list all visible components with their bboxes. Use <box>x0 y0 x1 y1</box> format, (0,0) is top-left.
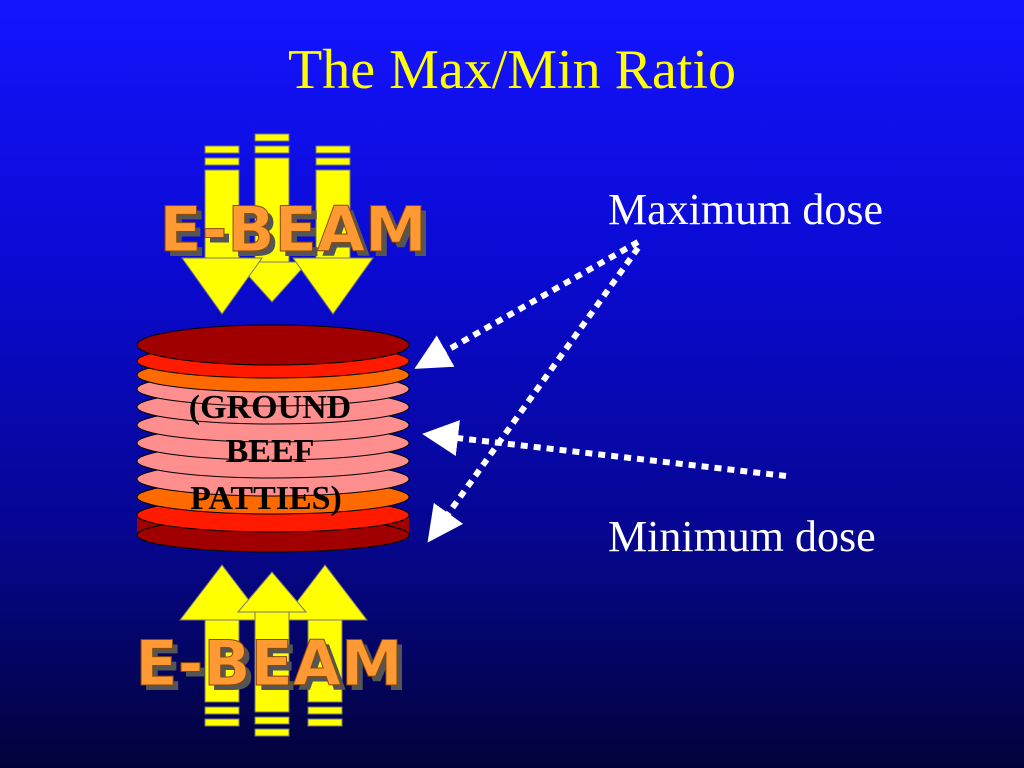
minimum-dose-label: Minimum dose <box>608 512 876 561</box>
down-arrow-left <box>181 145 263 315</box>
patty-top <box>136 324 410 366</box>
bottom-beam-arrows: E-BEAM E-BEAM <box>135 564 408 737</box>
stack-label-line1: (GROUND <box>189 389 351 426</box>
min-dose-pointer <box>422 420 787 479</box>
bottom-beam-label-shadow: E-BEAM <box>140 632 407 705</box>
maximum-dose-label: Maximum dose <box>608 185 883 234</box>
stack-label-line2: BEEF <box>226 433 315 470</box>
up-arrow-center <box>236 571 308 737</box>
stack-label-line3: PATTIES) <box>190 480 342 517</box>
slide-title: The Max/Min Ratio <box>288 39 736 101</box>
down-arrow-right <box>292 145 374 315</box>
dose-pointers <box>414 239 787 543</box>
max-dose-pointer-bottom <box>427 246 641 543</box>
up-arrow-left <box>178 564 266 727</box>
patty-stack: (GROUND BEEF PATTIES) <box>136 324 410 553</box>
up-arrow-right <box>281 564 369 727</box>
max-dose-pointer-top <box>414 239 640 369</box>
top-beam-arrows: E-BEAM E-BEAM <box>159 133 432 315</box>
top-beam-label-shadow: E-BEAM <box>164 198 431 271</box>
bottom-beam-label: E-BEAM <box>135 627 402 700</box>
down-arrow-center <box>234 133 310 303</box>
top-beam-label: E-BEAM <box>159 193 426 266</box>
